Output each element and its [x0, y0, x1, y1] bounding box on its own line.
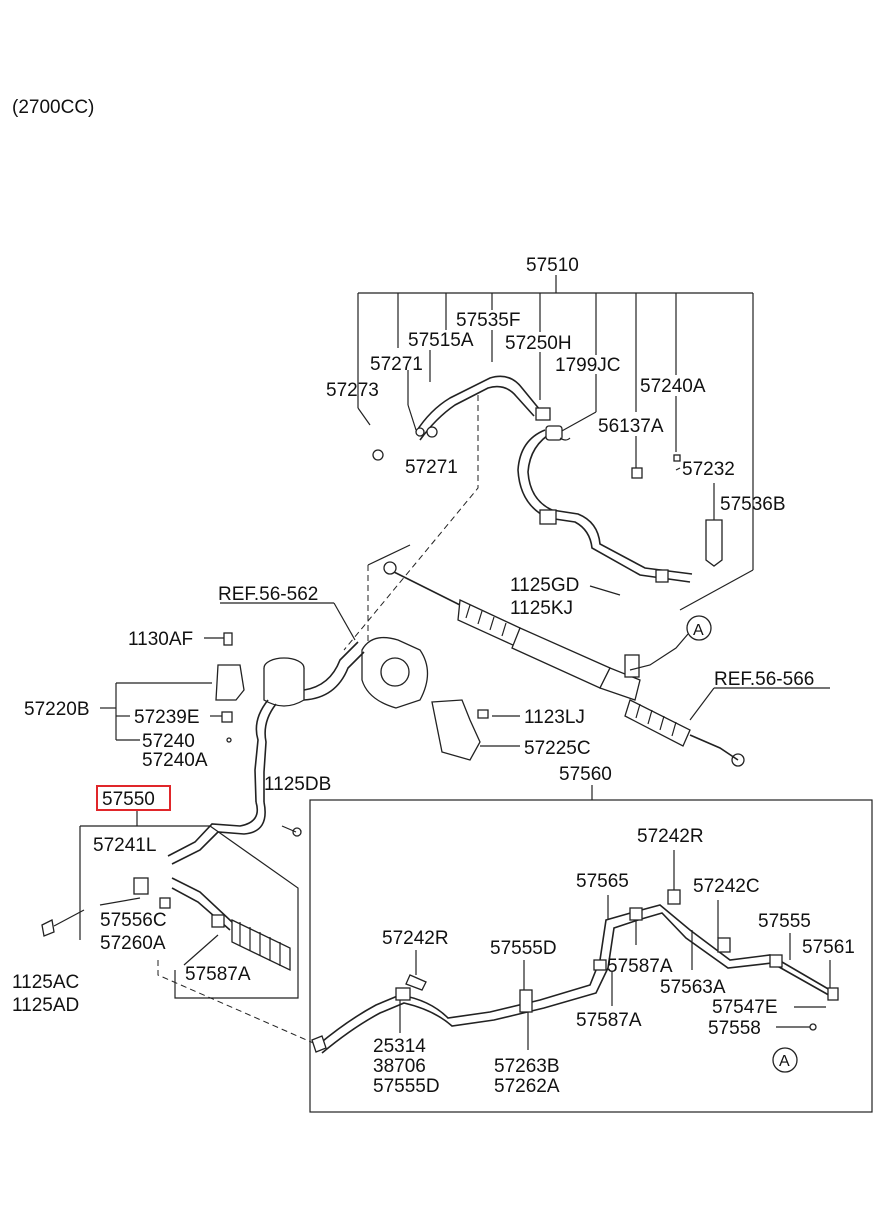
- label-57250H: 57250H: [505, 333, 572, 354]
- callout-circle-a-top: [686, 615, 712, 641]
- label-1125AC: 1125AC: [12, 972, 79, 993]
- steering-gear-rack: [367, 544, 745, 767]
- label-57241L: 57241L: [93, 835, 156, 856]
- label-57220B: 57220B: [24, 699, 90, 720]
- label-57242C: 57242C: [693, 876, 760, 897]
- label-57239E: 57239E: [134, 707, 200, 728]
- return-hose-box-57560: [309, 799, 873, 1113]
- cooler-assembly: [41, 785, 593, 999]
- label-57242R-bottom: 57242R: [382, 928, 449, 949]
- label-57587A-left: 57587A: [185, 964, 251, 985]
- label-1130AF: 1130AF: [128, 629, 193, 650]
- label-57535F: 57535F: [456, 310, 520, 331]
- label-57242R-top: 57242R: [637, 826, 704, 847]
- label-57555D-bottom: 57555D: [373, 1076, 440, 1097]
- label-57565: 57565: [576, 871, 629, 892]
- part-labels: 57510 57535F 57515A 57250H 57271 1799JC …: [12, 255, 855, 1097]
- label-1799JC: 1799JC: [555, 355, 621, 376]
- label-57555: 57555: [758, 911, 811, 932]
- label-57240A-top: 57240A: [640, 376, 706, 397]
- label-circle-a-bottom: A: [779, 1053, 790, 1070]
- label-57547E: 57547E: [712, 997, 778, 1018]
- callout-circle-a-bottom: [772, 1047, 798, 1073]
- hose-group-leaders: [357, 275, 754, 611]
- label-57240A-mid: 57240A: [142, 750, 208, 771]
- label-57587A-right: 57587A: [607, 956, 673, 977]
- bracket-group-57220B: [100, 682, 222, 741]
- label-57273: 57273: [326, 380, 379, 401]
- label-57550: 57550: [102, 789, 155, 810]
- label-ref-56-562: REF.56-562: [218, 584, 318, 605]
- label-57271-bottom: 57271: [405, 457, 458, 478]
- label-57232: 57232: [682, 459, 735, 480]
- label-1125AD: 1125AD: [12, 995, 79, 1016]
- dashed-link-upper: [343, 395, 479, 651]
- label-57587A-bottom: 57587A: [576, 1010, 642, 1031]
- label-57555D-mid: 57555D: [490, 938, 557, 959]
- ref-leaders: [220, 585, 830, 721]
- label-1125DB: 1125DB: [264, 774, 331, 795]
- label-1125KJ: 1125KJ: [510, 598, 573, 619]
- label-56137A: 56137A: [598, 416, 664, 437]
- label-57560: 57560: [559, 764, 612, 785]
- label-57510: 57510: [526, 255, 579, 276]
- label-circle-a-top: A: [693, 622, 704, 639]
- label-57271-top: 57271: [370, 354, 423, 375]
- label-57225C: 57225C: [524, 738, 591, 759]
- label-57561: 57561: [802, 937, 855, 958]
- label-57556C: 57556C: [100, 910, 167, 931]
- label-57262A: 57262A: [494, 1076, 560, 1097]
- label-57536B: 57536B: [720, 494, 786, 515]
- label-ref-56-566: REF.56-566: [714, 669, 814, 690]
- label-1123LJ: 1123LJ: [524, 707, 585, 728]
- label-57558: 57558: [708, 1018, 761, 1039]
- label-57515A: 57515A: [408, 330, 474, 351]
- label-57260A: 57260A: [100, 933, 166, 954]
- label-1125GD: 1125GD: [510, 575, 579, 596]
- pump-and-reservoir: [204, 632, 520, 803]
- label-57263B: 57263B: [494, 1056, 560, 1077]
- label-25314: 25314: [373, 1036, 426, 1057]
- dashed-link-lower: [157, 960, 319, 1046]
- engine-label: (2700CC): [12, 97, 94, 118]
- label-57240: 57240: [142, 731, 195, 752]
- pressure-hose-assembly: [372, 375, 723, 583]
- label-38706: 38706: [373, 1056, 426, 1077]
- highlight-box-57550: [96, 785, 171, 811]
- label-57563A: 57563A: [660, 977, 726, 998]
